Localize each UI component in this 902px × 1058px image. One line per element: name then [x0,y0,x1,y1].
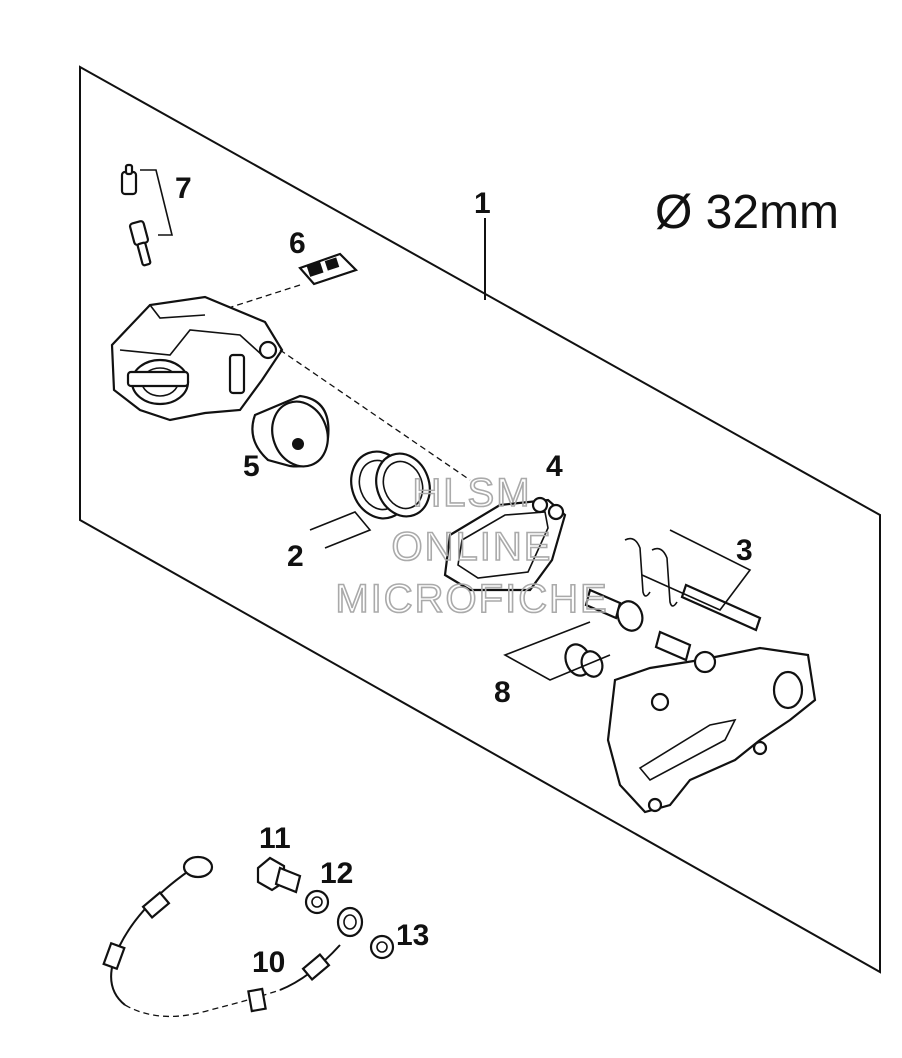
bleed-screw-upper [120,163,138,196]
piston [251,394,330,468]
dash-axis [279,349,471,481]
callout-3: 3 [736,534,753,567]
caliper-body [110,295,284,422]
callout-4: 4 [546,450,563,483]
callout-7: 7 [175,172,192,205]
sealing-washer-12 [304,889,330,915]
callout-8: 8 [494,676,511,709]
callout-2: 2 [287,540,304,573]
dash-6 [221,284,301,311]
bleed-screw-lower [128,220,152,267]
callout-5: 5 [243,450,260,483]
banjo-bolt [256,856,302,894]
callout-12: 12 [320,857,353,890]
bracket-8 [503,621,611,681]
callout-11: 11 [259,822,291,855]
piston-seals [350,450,431,520]
slide-bushing-lower [564,643,604,678]
brake-hose [102,855,364,1018]
callout-13: 13 [396,919,429,952]
piston-diameter-label: Ø 32mm [655,186,839,239]
label-plate [298,252,359,286]
callout-1: 1 [474,187,491,220]
bracket-3 [641,529,752,611]
caliper-assembly-panel [79,65,881,974]
pad-retaining-clips [624,537,678,607]
bracket-bolt [654,630,692,662]
watermark-line-3: MICROFICHE [335,577,608,621]
brake-pads [443,496,567,592]
bracket-7 [140,169,174,236]
bracket-2 [309,511,372,549]
callout-6: 6 [289,227,306,260]
watermark-line-1: HLSM [412,471,531,515]
sealing-washer-13 [369,934,395,960]
watermark-line-2: ONLINE [392,525,553,569]
slide-bushing-upper [584,588,644,632]
caliper-support-bracket [606,646,817,814]
callout-10: 10 [252,946,285,979]
